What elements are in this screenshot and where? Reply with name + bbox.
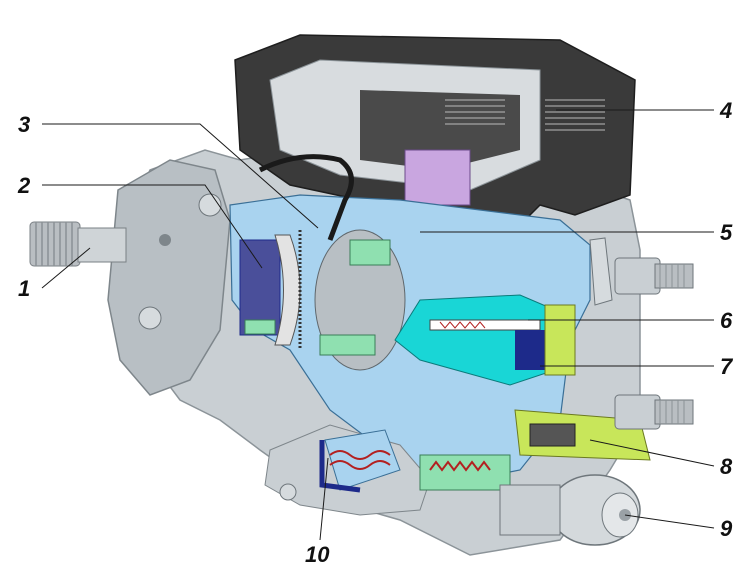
leader-9 bbox=[624, 514, 715, 529]
pump-illustration bbox=[29, 34, 694, 556]
leader-1 bbox=[41, 247, 91, 289]
leader-8 bbox=[589, 439, 715, 467]
outlet-fittings bbox=[614, 257, 694, 430]
high-pressure-section bbox=[394, 294, 576, 386]
leader-3 bbox=[42, 123, 319, 229]
shutoff-solenoid bbox=[499, 474, 641, 546]
callout-3: 3 bbox=[18, 112, 30, 137]
callout-8: 8 bbox=[720, 454, 733, 479]
flange-bolt-upper bbox=[198, 193, 222, 217]
drive-shaft bbox=[29, 221, 127, 267]
callout-2: 2 bbox=[17, 173, 31, 198]
callout-numbers: 1 2 3 4 5 6 7 8 9 10 bbox=[17, 98, 734, 567]
leader-lines bbox=[41, 109, 715, 541]
callout-10: 10 bbox=[305, 542, 330, 567]
flange-bolt-lower bbox=[138, 306, 162, 330]
callout-6: 6 bbox=[720, 308, 733, 333]
callout-4: 4 bbox=[719, 98, 732, 123]
callout-5: 5 bbox=[720, 220, 733, 245]
distributor-rotor bbox=[244, 229, 406, 371]
flange-bore bbox=[159, 234, 171, 246]
wiring-loom bbox=[258, 154, 354, 241]
leader-10 bbox=[319, 457, 329, 541]
connector-plug bbox=[589, 237, 613, 306]
leader-2 bbox=[42, 184, 263, 269]
lower-spring-section bbox=[419, 454, 511, 491]
vane-feed-pump bbox=[239, 230, 302, 350]
timing-device bbox=[264, 424, 431, 516]
callout-1: 1 bbox=[18, 276, 30, 301]
callout-7: 7 bbox=[720, 354, 734, 379]
drive-flange bbox=[107, 159, 231, 396]
callout-9: 9 bbox=[720, 516, 733, 541]
